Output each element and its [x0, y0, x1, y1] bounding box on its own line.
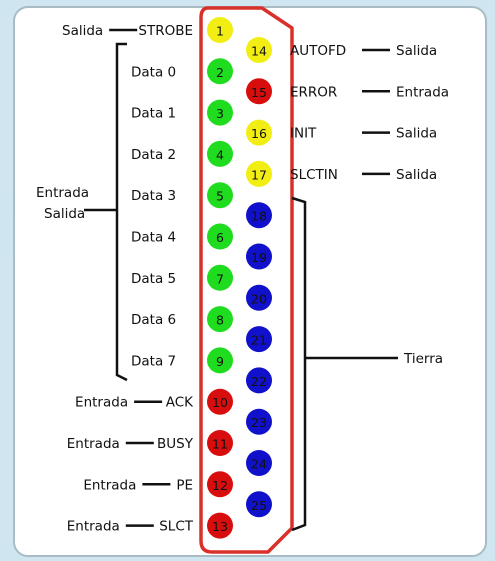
pin-18-circle — [246, 202, 272, 229]
data-bus-group: Entrada Salida — [36, 42, 128, 382]
pin-5-circle — [207, 182, 233, 209]
ground-group: Tierra — [291, 196, 443, 532]
pin-14-circle — [246, 37, 272, 63]
pin-15-number: 15 — [251, 85, 267, 100]
pin-16-direction-label: Salida — [396, 126, 437, 142]
pin-14-number: 14 — [251, 44, 267, 59]
pin-3-signal-label: Data 1 — [131, 106, 176, 122]
pin-2-signal-label: Data 0 — [131, 64, 176, 80]
pin-19-number: 19 — [251, 250, 267, 265]
pin-8-circle — [207, 306, 233, 333]
pin-17-direction-label: Salida — [396, 167, 437, 183]
pin-14-direction-label: Salida — [396, 43, 437, 59]
pin-9-circle — [207, 347, 233, 374]
pin-1-signal-label: STROBE — [138, 23, 193, 39]
pin-12-circle — [207, 471, 233, 498]
pin-4-signal-label: Data 2 — [131, 147, 176, 163]
pin-11-circle — [207, 430, 233, 456]
pin-16-number: 16 — [251, 126, 267, 141]
pin-7-number: 7 — [216, 271, 224, 286]
pin-10-circle — [207, 388, 233, 415]
pin-14-signal-label: AUTOFD — [290, 43, 346, 59]
pin-22-number: 22 — [251, 374, 267, 389]
pin-3-circle — [207, 99, 233, 126]
pin-23-circle — [246, 408, 272, 435]
pin-13-circle — [207, 512, 233, 539]
pin-15-direction-label: Entrada — [396, 84, 449, 100]
pin-20-number: 20 — [251, 291, 267, 306]
pin-17-number: 17 — [251, 167, 267, 182]
pin-1-direction-label: Salida — [62, 23, 103, 39]
pin-16-signal-label: INIT — [290, 126, 317, 142]
pin-2-circle — [207, 58, 233, 85]
pin-20-circle — [246, 284, 272, 311]
pin-19-circle — [246, 243, 272, 270]
pin-9-number: 9 — [216, 354, 224, 369]
ground-bracket — [291, 196, 307, 532]
ground-label: Tierra — [403, 351, 443, 367]
pin-1-circle — [207, 17, 233, 43]
pin-5-signal-label: Data 3 — [131, 188, 176, 204]
pin-11-number: 11 — [212, 437, 228, 452]
data-bus-dir-label-2: Salida — [44, 206, 85, 222]
pin-25-circle — [246, 491, 272, 518]
pin-1-number: 1 — [216, 24, 224, 39]
pin-18-number: 18 — [251, 209, 267, 224]
pin-7-signal-label: Data 5 — [131, 271, 176, 287]
pin-6-number: 6 — [216, 230, 224, 245]
pin-24-circle — [246, 450, 272, 476]
connector-pins: 1234567891011121314151617181920212223242… — [207, 17, 272, 539]
pin-6-signal-label: Data 4 — [131, 230, 176, 246]
pin-17-circle — [246, 160, 272, 187]
pin-10-number: 10 — [212, 395, 228, 410]
pin-11-direction-label: Entrada — [67, 436, 120, 452]
pin-4-number: 4 — [216, 147, 224, 162]
pin-9-signal-label: Data 7 — [131, 353, 176, 369]
db25-connector-outline — [199, 6, 294, 554]
pin-10-signal-label: ACK — [166, 395, 194, 411]
pin-4-circle — [207, 140, 233, 167]
pin-2-number: 2 — [216, 65, 224, 80]
pin-23-number: 23 — [251, 415, 267, 430]
pin-24-number: 24 — [251, 457, 267, 472]
pin-13-number: 13 — [212, 519, 228, 534]
pin-25-number: 25 — [251, 498, 267, 513]
pin-3-number: 3 — [216, 106, 224, 121]
pin-22-circle — [246, 367, 272, 394]
pin-8-number: 8 — [216, 313, 224, 328]
pin-13-signal-label: SLCT — [159, 519, 194, 535]
pin-15-circle — [246, 78, 272, 105]
data-bus-dir-label-1: Entrada — [36, 185, 89, 201]
pin-12-signal-label: PE — [176, 477, 193, 493]
pin-13-direction-label: Entrada — [67, 519, 120, 535]
pin-12-direction-label: Entrada — [83, 477, 136, 493]
pin-21-number: 21 — [251, 333, 267, 348]
pin-21-circle — [246, 326, 272, 353]
pin-5-number: 5 — [216, 189, 224, 204]
pin-7-circle — [207, 264, 233, 291]
pin-10-direction-label: Entrada — [75, 395, 128, 411]
pin-6-circle — [207, 223, 233, 250]
pin-12-number: 12 — [212, 478, 228, 493]
pin-16-circle — [246, 119, 272, 146]
pin-8-signal-label: Data 6 — [131, 312, 176, 328]
pin-15-signal-label: ERROR — [290, 84, 337, 100]
pin-11-signal-label: BUSY — [157, 436, 194, 452]
pin-17-signal-label: SLCTIN — [290, 167, 338, 183]
